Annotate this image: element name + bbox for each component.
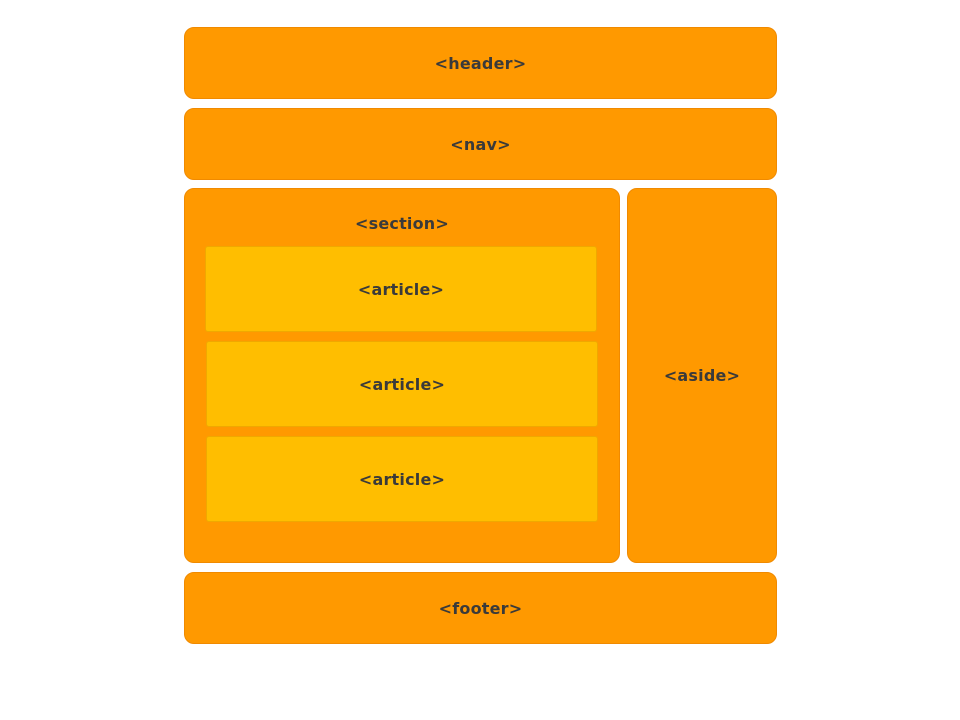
article-label-3: <article> [358, 469, 446, 489]
article-label-1: <article> [357, 279, 445, 299]
section-label: <section> [355, 214, 449, 233]
article-box-2: <article> [206, 341, 598, 427]
nav-box: <nav> [184, 108, 777, 180]
header-box: <header> [184, 27, 777, 99]
header-label: <header> [434, 53, 527, 73]
nav-label: <nav> [450, 134, 511, 154]
footer-label: <footer> [438, 598, 523, 618]
aside-box: <aside> [627, 188, 777, 563]
article-box-3: <article> [206, 436, 598, 522]
article-box-1: <article> [205, 246, 597, 332]
footer-box: <footer> [184, 572, 777, 644]
article-label-2: <article> [358, 374, 446, 394]
aside-label: <aside> [663, 366, 741, 385]
